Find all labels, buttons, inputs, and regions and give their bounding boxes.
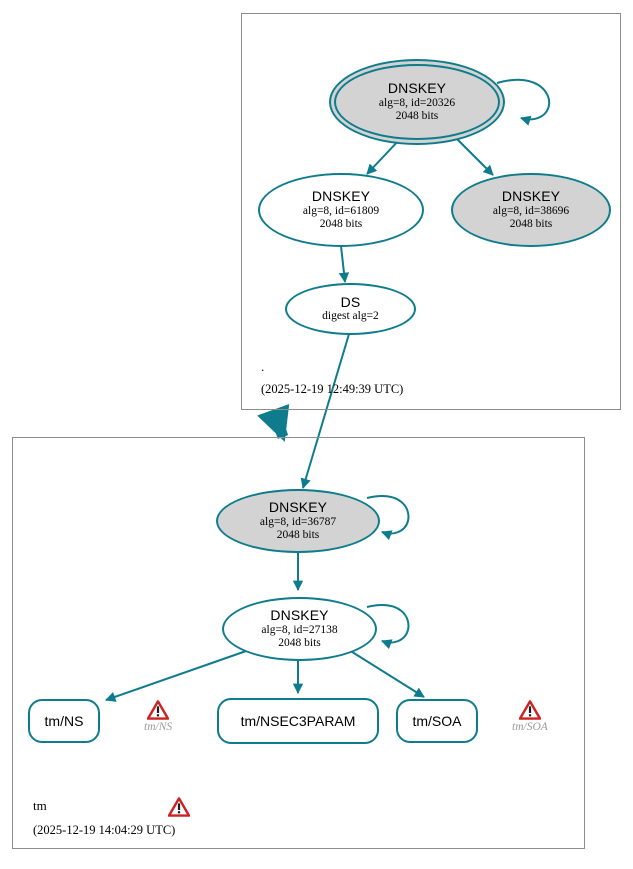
node-title: DNSKEY (501, 188, 561, 205)
node-title: DNSKEY (270, 607, 329, 624)
node-ds-root[interactable]: DS digest alg=2 (285, 283, 416, 335)
node-title: DNSKEY (311, 188, 371, 205)
node-title: DS (340, 293, 361, 310)
node-record-tm-soa[interactable]: tm/SOA (396, 699, 478, 743)
zone-box-root (241, 13, 621, 410)
node-key-size: 2048 bits (276, 528, 320, 541)
node-ds-digest: digest alg=2 (322, 310, 379, 323)
warning-triangle-icon (147, 700, 170, 720)
node-key-info: alg=8, id=36787 (259, 515, 337, 528)
node-dnskey-tm-zsk-27138[interactable]: DNSKEY alg=8, id=27138 2048 bits (222, 597, 377, 661)
node-key-size: 2048 bits (278, 636, 321, 649)
zone-box-tm (12, 437, 585, 849)
node-title: DNSKEY (268, 499, 328, 516)
zone-label-root: . (261, 359, 265, 374)
zone-timestamp-root: (2025-12-19 12:49:39 UTC) (261, 382, 404, 396)
node-dnskey-root-ksk-20326[interactable]: DNSKEY alg=8, id=20326 2048 bits (334, 64, 500, 140)
record-warning-tm-ns[interactable]: tm/NS (144, 700, 172, 733)
node-key-info: alg=8, id=27138 (261, 623, 338, 636)
zone-label-tm: tm (33, 798, 47, 813)
record-warning-tm-soa[interactable]: tm/SOA (512, 700, 548, 733)
node-title: DNSKEY (387, 80, 447, 97)
zone-warning-tm[interactable] (168, 797, 190, 817)
delegation-arrow (257, 403, 290, 442)
node-key-info: alg=8, id=61809 (302, 204, 380, 217)
warning-triangle-icon (518, 700, 541, 720)
zone-timestamp-tm: (2025-12-19 14:04:29 UTC) (33, 823, 176, 837)
node-key-size: 2048 bits (319, 217, 363, 230)
node-record-tm-nsec3param[interactable]: tm/NSEC3PARAM (217, 698, 379, 744)
node-key-size: 2048 bits (395, 109, 439, 122)
node-key-size: 2048 bits (509, 217, 553, 230)
warning-label: tm/NS (144, 721, 173, 733)
node-dnskey-root-key-38696[interactable]: DNSKEY alg=8, id=38696 2048 bits (451, 173, 611, 247)
node-dnskey-root-zsk-61809[interactable]: DNSKEY alg=8, id=61809 2048 bits (258, 173, 424, 247)
node-record-tm-ns[interactable]: tm/NS (28, 699, 100, 743)
node-key-info: alg=8, id=20326 (378, 96, 456, 109)
warning-label: tm/SOA (512, 721, 548, 733)
node-key-info: alg=8, id=38696 (492, 204, 570, 217)
node-dnskey-tm-ksk-36787[interactable]: DNSKEY alg=8, id=36787 2048 bits (216, 489, 380, 553)
warning-triangle-icon (168, 797, 190, 817)
